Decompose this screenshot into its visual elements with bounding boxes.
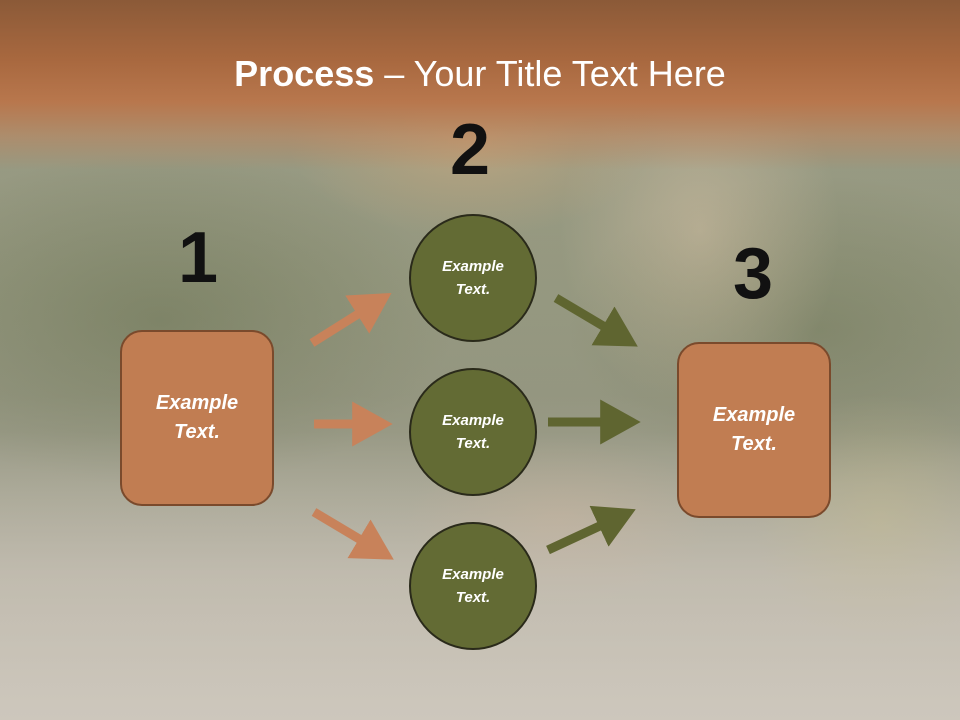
title-band (0, 0, 960, 170)
slide-title: Process – Your Title Text Here (0, 52, 960, 96)
step-2-circle-middle-label: Example Text. (442, 412, 504, 452)
arrow-top-to-3 (553, 294, 638, 347)
step-3-box[interactable]: Example Text. (677, 342, 831, 518)
step-2-circle-bottom[interactable]: Example Text. (409, 522, 537, 650)
title-bold: Process (234, 53, 375, 94)
arrow-bottom-to-3 (546, 505, 636, 555)
arrow-1-to-bottom (311, 508, 394, 560)
step-2-circle-bottom-label: Example Text. (442, 566, 504, 606)
step-1-box[interactable]: Example Text. (120, 330, 274, 506)
step-number-2: 2 (450, 110, 491, 190)
step-number-1: 1 (178, 218, 219, 298)
step-3-label: Example Text. (712, 404, 796, 455)
arrow-1-to-top (309, 292, 392, 347)
step-2-circle-middle[interactable]: Example Text. (409, 368, 537, 496)
step-1-label: Example Text. (155, 392, 239, 443)
step-2-circle-top[interactable]: Example Text. (409, 214, 537, 342)
title-rest: – Your Title Text Here (374, 53, 726, 94)
step-2-circle-top-label: Example Text. (442, 258, 504, 298)
step-number-3: 3 (733, 234, 774, 314)
